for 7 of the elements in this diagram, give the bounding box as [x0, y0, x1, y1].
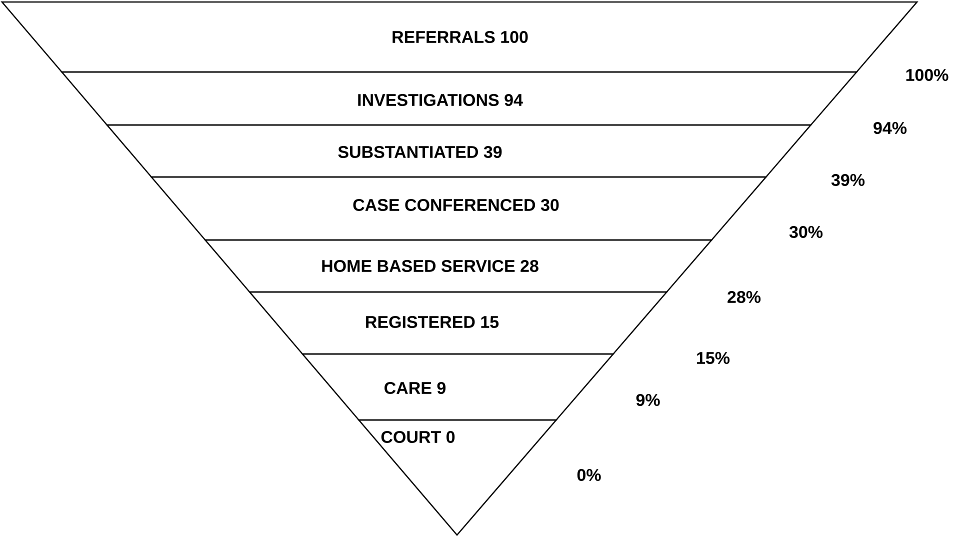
percentage-label: 94%	[874, 122, 907, 134]
percentage-label: 30%	[789, 226, 823, 238]
percentage-label: 9%	[636, 394, 660, 406]
percentage-label: 28%	[728, 290, 761, 304]
percentage-label: 0%	[577, 468, 601, 482]
percentage-label: 15%	[697, 352, 730, 364]
percentage-label: 39%	[831, 174, 865, 186]
